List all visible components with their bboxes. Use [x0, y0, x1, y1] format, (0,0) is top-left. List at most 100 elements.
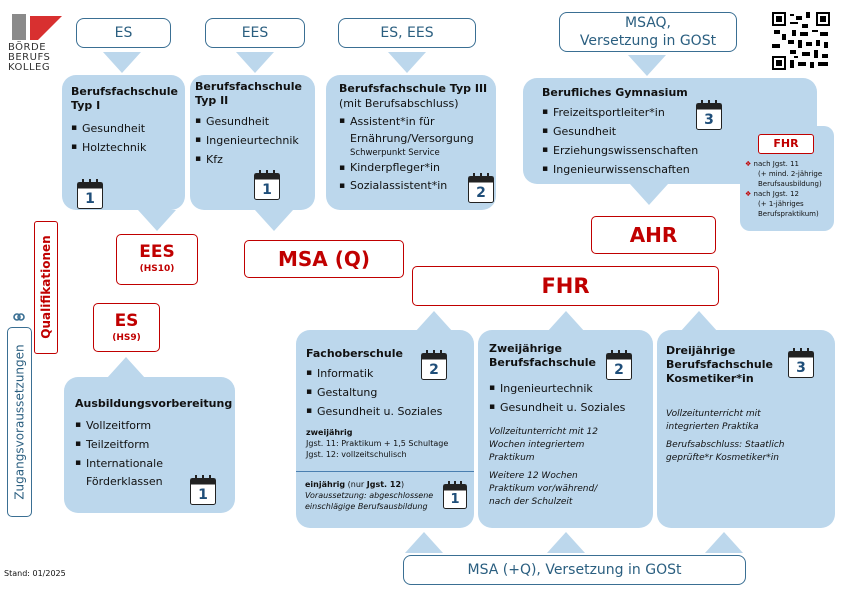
bfs-zwei-t4: Weitere 12 Wochen	[489, 471, 578, 481]
arrow-down-es-ees	[388, 52, 426, 73]
fos-zwei1: Jgst. 11: Praktikum + 1,5 Schultage	[306, 439, 449, 448]
arrow-up-bottom-zwei	[547, 532, 585, 553]
bfs1-title1: Berufsfachschule	[71, 85, 178, 98]
fhr-side-n2: ❖ nach Jgst. 12	[745, 190, 800, 198]
bfs-zwei-t6: nach der Schulzeit	[489, 497, 573, 507]
top-label-ees: EES	[205, 18, 305, 48]
qual-es-sub: (HS9)	[112, 333, 141, 343]
fos-divider	[296, 471, 474, 472]
bg-item: Gesundheit	[542, 122, 817, 141]
box-fhr-side: FHR ❖ nach Jgst. 11 (+ mind. 2-jährige B…	[740, 126, 834, 231]
qual-es-label: ES	[114, 311, 139, 331]
arrow-down-es	[103, 52, 141, 73]
qual-fhr: FHR	[412, 266, 719, 306]
top-label-es: ES	[76, 18, 171, 48]
logo-line2: BERUFS	[8, 52, 51, 63]
bfs-zwei-title1: Zweijährige	[489, 342, 562, 355]
arrow-up-fos	[415, 311, 453, 332]
logo-line1: BÖRDE	[8, 42, 47, 53]
qual-ahr: AHR	[591, 216, 716, 254]
bfs-drei-t3: Berufsabschluss: Staatlich	[666, 440, 785, 450]
qual-es: ES (HS9)	[93, 303, 160, 352]
qualifikationen-label: Qualifikationen	[39, 235, 53, 339]
bfs1-item: Holztechnik	[71, 138, 185, 157]
fhr-side-n2c: Berufspraktikum)	[758, 210, 819, 218]
bfs3-item: Kinderpfleger*in	[339, 159, 496, 177]
bfs-drei-t4: geprüfte*r Kosmetiker*in	[666, 453, 779, 463]
top-label-msaq: MSAQ, Versetzung in GOSt	[559, 12, 737, 52]
fhr-side-label: FHR	[758, 134, 814, 154]
calendar-icon: 1	[443, 481, 467, 509]
fos-ein2: einschlägige Berufsausbildung	[305, 502, 428, 511]
bfs2-item: Ingenieurtechnik	[195, 131, 315, 150]
calendar-number: 2	[429, 362, 439, 378]
top-label-es-ees: ES, EES	[338, 18, 476, 48]
bfs-zwei-item: Ingenieurtechnik	[489, 379, 653, 398]
bfs-zwei-t3: Praktikum	[489, 453, 535, 463]
diamond-icon: ❖	[745, 160, 752, 168]
zugang-box	[7, 327, 32, 517]
fos-zwei: zweijährig	[306, 428, 353, 437]
arrow-up-bottom-fos	[405, 532, 443, 553]
diamond-icon: ❖	[745, 190, 752, 198]
arrow-up-bfs-zwei	[547, 311, 585, 332]
bfs-zwei-t2: Wochen integriertem	[489, 440, 585, 450]
bfs-drei-t2: integrierten Praktika	[666, 422, 759, 432]
qual-ees-label: EES	[139, 242, 175, 262]
qr-code	[772, 12, 830, 70]
logo: BÖRDE BERUFS KOLLEG	[8, 12, 78, 82]
qual-ees: EES (HS10)	[116, 234, 198, 285]
fhr-side-n1b: (+ mind. 2-jährige	[758, 170, 823, 178]
zugang-label: Zugangsvoraussetzungen	[12, 344, 27, 500]
fos-item: Gesundheit u. Soziales	[306, 402, 474, 421]
arrow-down-msaq	[628, 55, 666, 76]
fos-item: Informatik	[306, 364, 474, 383]
bfs1-title2: Typ I	[71, 99, 101, 112]
calendar-icon: 3	[696, 100, 722, 130]
arrow-up-bottom-drei	[705, 532, 743, 553]
bfs3-item1c: Schwerpunkt Service	[350, 148, 440, 158]
logo-line3: KOLLEG	[8, 62, 51, 73]
arrow-down-bfs2	[255, 210, 293, 231]
calendar-number: 2	[614, 362, 624, 378]
bg-item: Erziehungswissenschaften	[542, 141, 817, 160]
qual-ees-sub: (HS10)	[139, 264, 175, 274]
abv-item3b: Förderklassen	[86, 475, 163, 488]
fhr-side-n1c: Berufsausbildung)	[758, 180, 822, 188]
bg-item: Freizeitsportleiter*in	[542, 103, 817, 122]
bfs-drei-t1: Vollzeitunterricht mit	[666, 409, 761, 419]
bg-item: Ingenieurwissenschaften	[542, 160, 817, 179]
qual-msa: MSA (Q)	[244, 240, 404, 278]
calendar-number: 1	[450, 492, 460, 507]
bfs-drei-title1: Dreijährige	[666, 344, 736, 357]
bfs3-item: Assistent*in für	[339, 113, 496, 130]
calendar-number: 1	[262, 182, 272, 198]
fhr-side-n1: ❖ nach Jgst. 11	[745, 160, 800, 168]
bottom-label: MSA (+Q), Versetzung in GOSt	[403, 555, 746, 585]
box-bfs-typ1: Berufsfachschule Typ I Gesundheit Holzte…	[62, 75, 185, 210]
arrow-down-bg	[630, 184, 668, 205]
bfs3-item: Sozialassistent*in	[339, 177, 496, 195]
box-bfs-typ2: Berufsfachschule Typ II Gesundheit Ingen…	[190, 75, 315, 210]
box-bfs-dreijaehrig: Dreijährige Berufsfachschule Kosmetiker*…	[657, 330, 835, 528]
logo-mark	[12, 14, 62, 40]
bfs2-title2: Typ II	[195, 94, 229, 107]
bfs2-item: Kfz	[195, 150, 315, 169]
bfs3-title1: Berufsfachschule Typ III	[339, 82, 488, 95]
calendar-number: 3	[704, 112, 714, 128]
bfs-zwei-title2: Berufsfachschule	[489, 356, 596, 369]
abv-item: Vollzeitform	[75, 416, 235, 435]
calendar-icon: 2	[421, 350, 447, 380]
calendar-icon: 1	[254, 170, 280, 200]
calendar-icon: 1	[77, 179, 103, 209]
bg-title: Berufliches Gymnasium	[542, 86, 688, 99]
bfs-zwei-t1: Vollzeitunterricht mit 12	[489, 427, 598, 437]
msaq-line1: MSAQ,	[624, 15, 672, 31]
fos-zwei2: Jgst. 12: vollzeitschulisch	[306, 450, 407, 459]
bfs-zwei-item: Gesundheit u. Soziales	[489, 398, 653, 417]
bfs3-item1b: Ernährung/Versorgung	[350, 132, 474, 145]
abv-item: Internationale	[75, 454, 235, 473]
abv-title: Ausbildungsvorbereitung	[75, 397, 233, 410]
link-icon	[13, 313, 25, 321]
arrow-down-ees	[236, 52, 274, 73]
